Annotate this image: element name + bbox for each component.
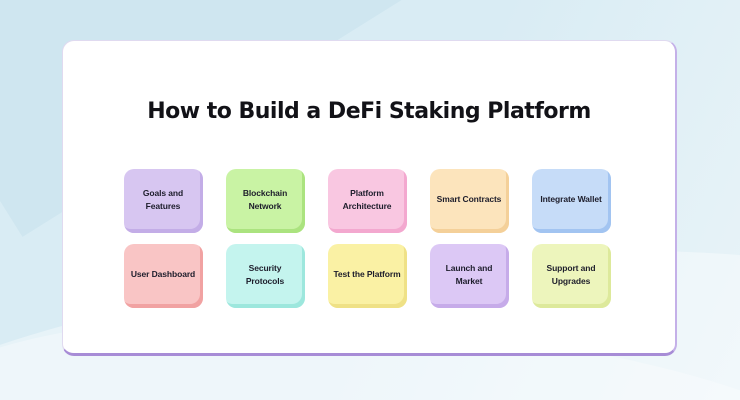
step-label: Blockchain Network xyxy=(242,188,288,211)
step-label: Support and Upgrades xyxy=(546,263,596,286)
step-card-launch-and-market: Launch and Market xyxy=(430,244,509,308)
step-card-security-protocols: Security Protocols xyxy=(226,244,305,308)
step-card-smart-contracts: Smart Contracts xyxy=(430,169,509,233)
steps-grid: Goals and Features Blockchain Network Pl… xyxy=(124,169,611,308)
step-label: Integrate Wallet xyxy=(540,194,602,205)
step-card-support-and-upgrades: Support and Upgrades xyxy=(532,244,611,308)
step-card-blockchain-network: Blockchain Network xyxy=(226,169,305,233)
step-label: User Dashboard xyxy=(130,269,196,280)
step-label: Goals and Features xyxy=(142,188,184,211)
step-label: Platform Architecture xyxy=(342,188,392,211)
step-label: Launch and Market xyxy=(445,263,493,286)
step-label: Smart Contracts xyxy=(436,194,502,205)
step-card-user-dashboard: User Dashboard xyxy=(124,244,203,308)
step-card-integrate-wallet: Integrate Wallet xyxy=(532,169,611,233)
step-label: Security Protocols xyxy=(245,263,285,286)
page-title: How to Build a DeFi Staking Platform xyxy=(147,99,591,124)
step-card-goals-and-features: Goals and Features xyxy=(124,169,203,233)
step-card-platform-architecture: Platform Architecture xyxy=(328,169,407,233)
step-card-test-the-platform: Test the Platform xyxy=(328,244,407,308)
main-panel: How to Build a DeFi Staking Platform Goa… xyxy=(62,40,677,356)
step-label: Test the Platform xyxy=(333,269,401,280)
